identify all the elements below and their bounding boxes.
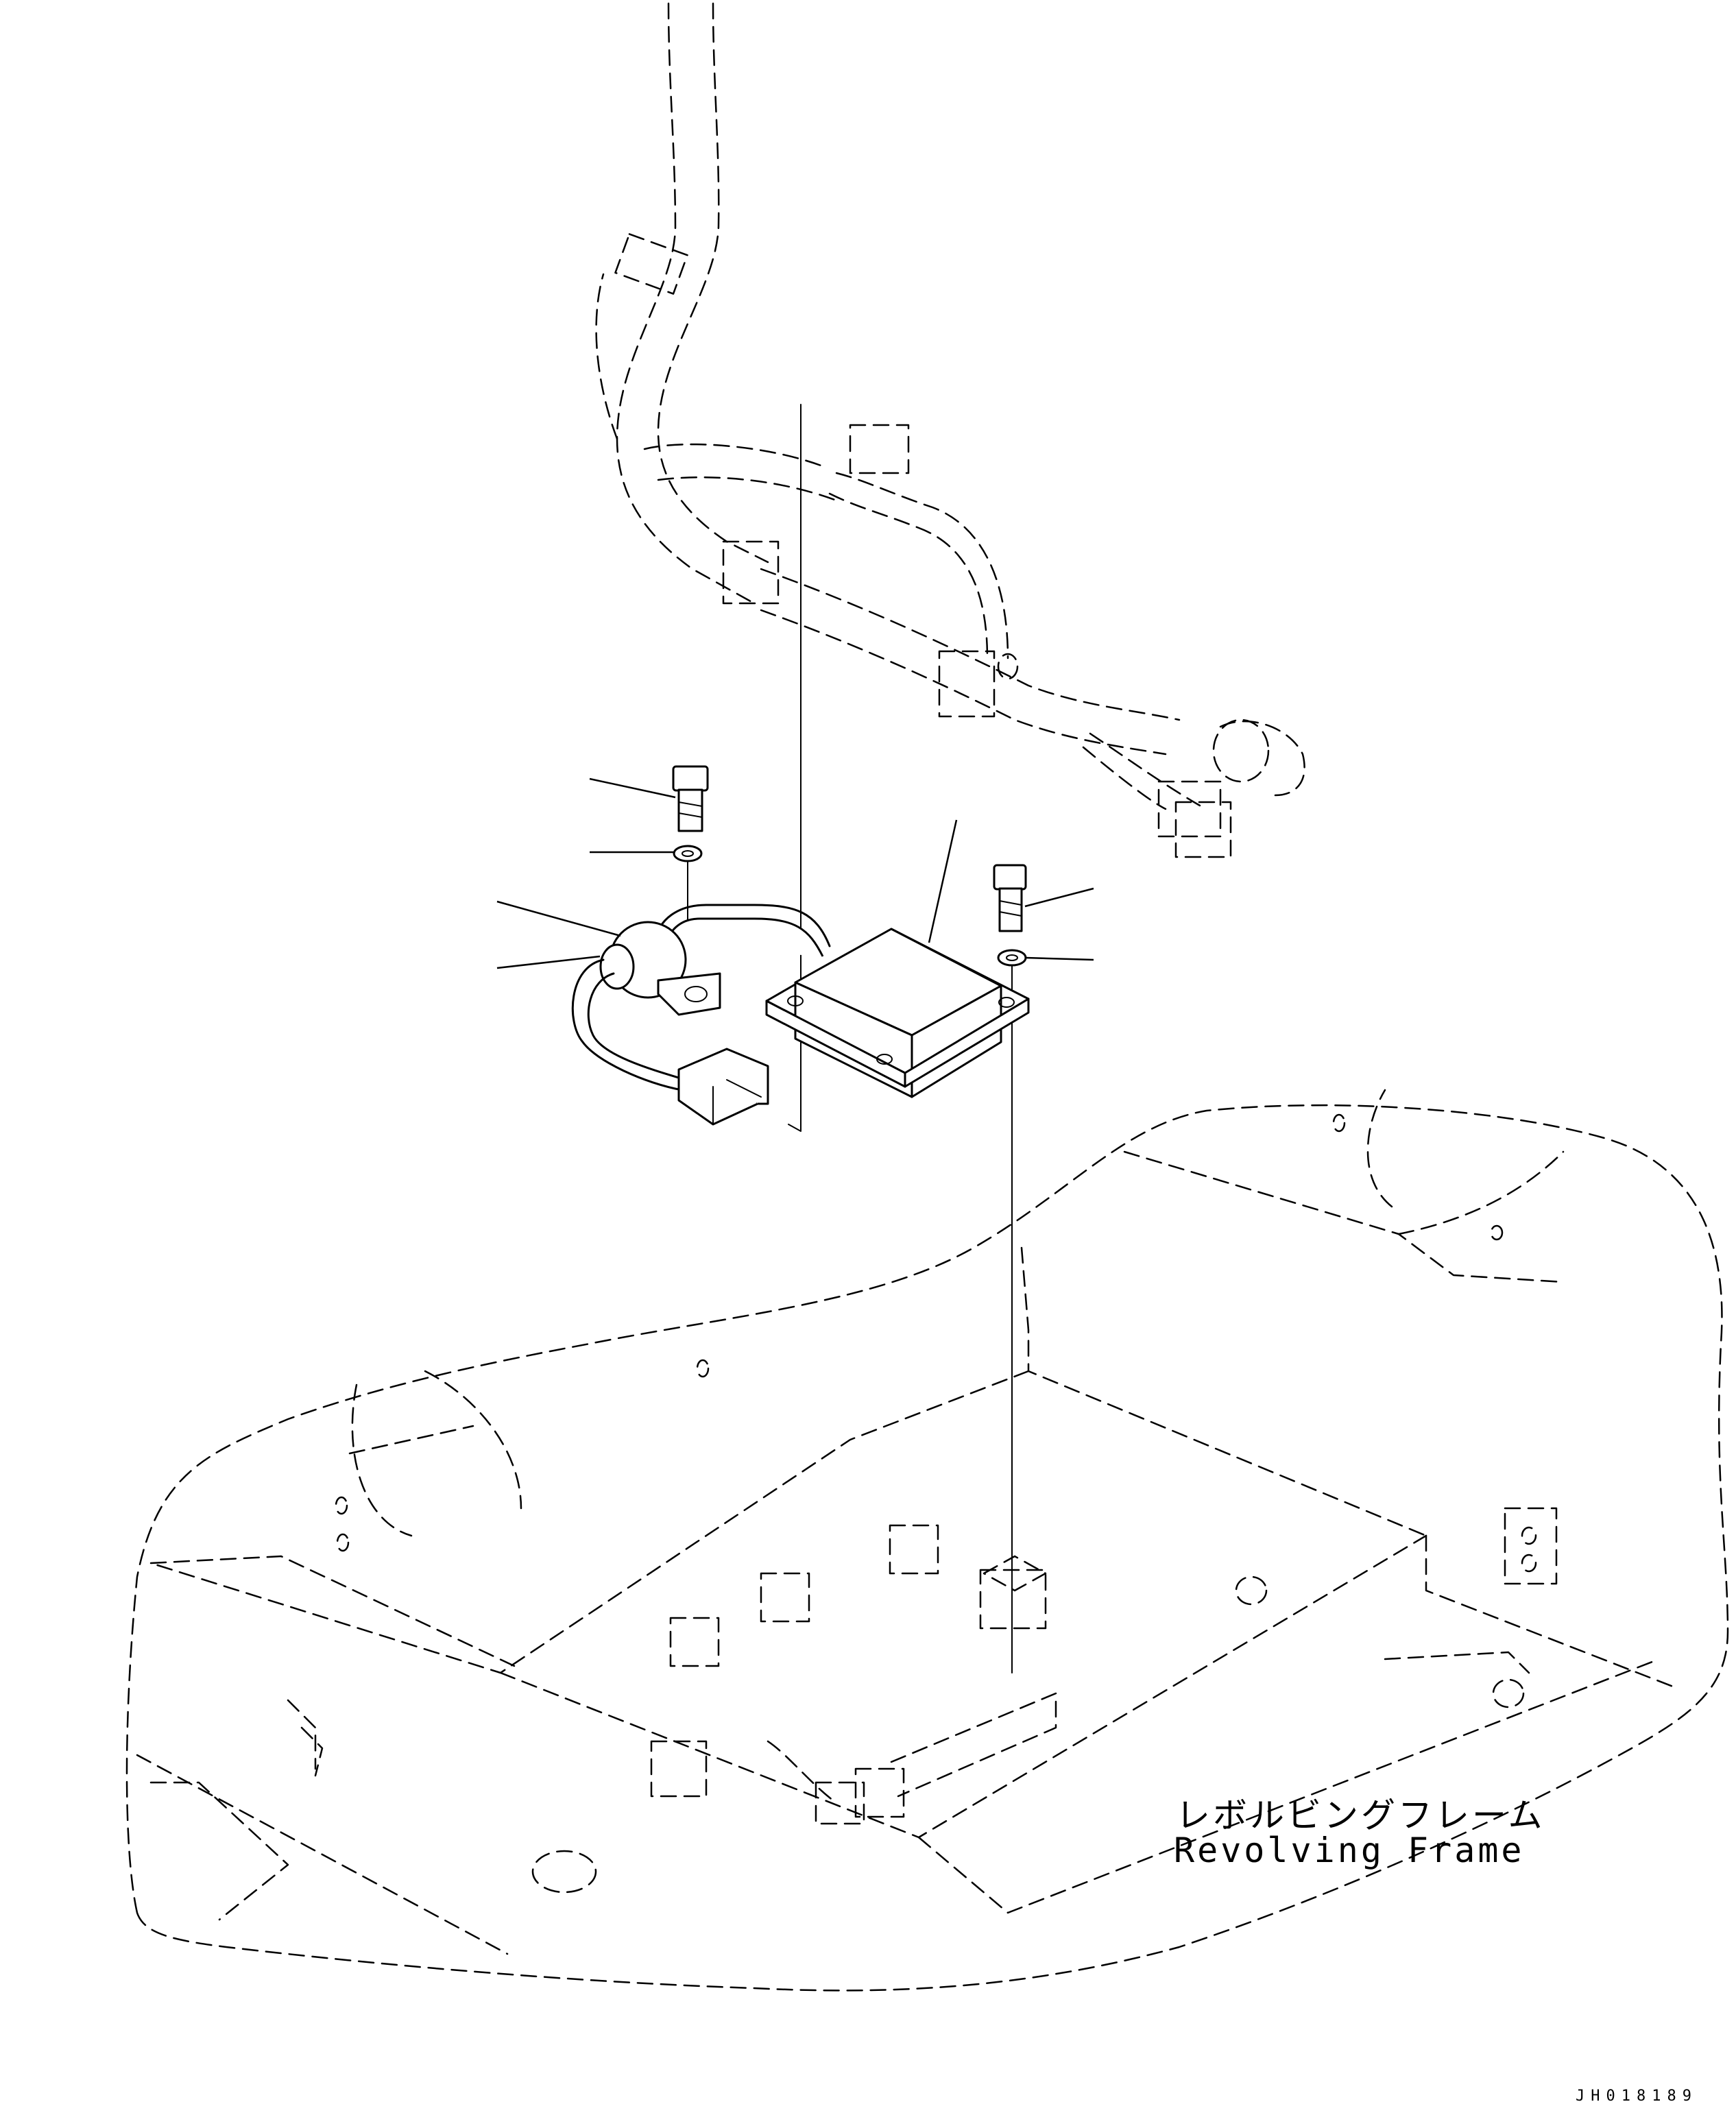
controller-unit <box>571 904 1030 1126</box>
washer-right-icon <box>997 949 1027 967</box>
washer-left-icon <box>673 845 703 862</box>
revolving-frame <box>125 1089 1729 1992</box>
leader-lines <box>496 777 1094 969</box>
bolt-left-icon <box>672 765 709 832</box>
frame-label-english: Revolving Frame <box>1174 1830 1525 1870</box>
bolt-right-icon <box>993 864 1027 932</box>
frame-label-japanese: レボルビングフレーム <box>1176 1796 1545 1835</box>
drawing-code: JH018189 <box>1576 2088 1698 2105</box>
wiring-harness <box>595 2 1305 858</box>
